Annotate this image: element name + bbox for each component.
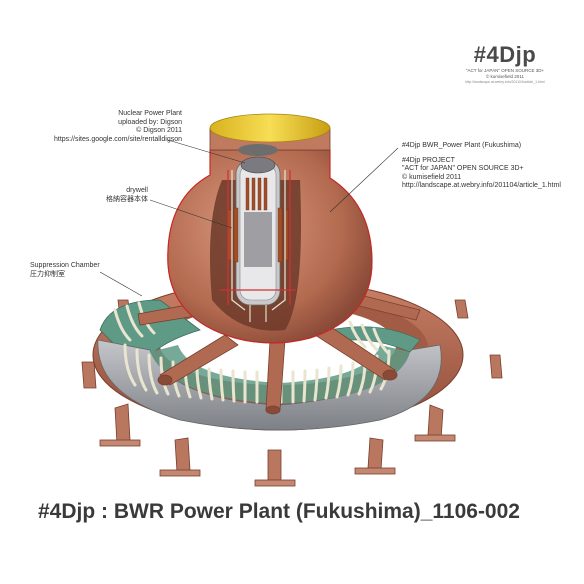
caption: #4Djp : BWR Power Plant (Fukushima)_1106…	[38, 500, 520, 523]
label-nuclear-plant: Nuclear Power Plant uploaded by: Digson …	[53, 110, 182, 143]
brand-url: http://landscape.at.webry.info/201104/ar…	[465, 80, 545, 84]
drywell-head	[209, 113, 331, 156]
brand-logo: #4Djp	[473, 42, 537, 67]
support-legs-front	[99, 403, 456, 487]
brand-block: #4Djp "ACT for JAPAN" OPEN SOURCE 3D+ © …	[445, 42, 565, 85]
label-drywell: drywell 格納容器本体	[106, 187, 148, 203]
brand-copyright: © kumisefield 2011	[485, 74, 524, 79]
leader-lines	[99, 139, 399, 297]
brand-tagline: "ACT for JAPAN" OPEN SOURCE 3D+	[465, 68, 545, 73]
label-suppression-chamber: Suppression Chamber 圧力抑制室	[30, 262, 100, 278]
reactor-piping	[220, 170, 296, 322]
label-project: #4Djp BWR_Power Plant (Fukushima) #4Djp …	[402, 142, 561, 189]
